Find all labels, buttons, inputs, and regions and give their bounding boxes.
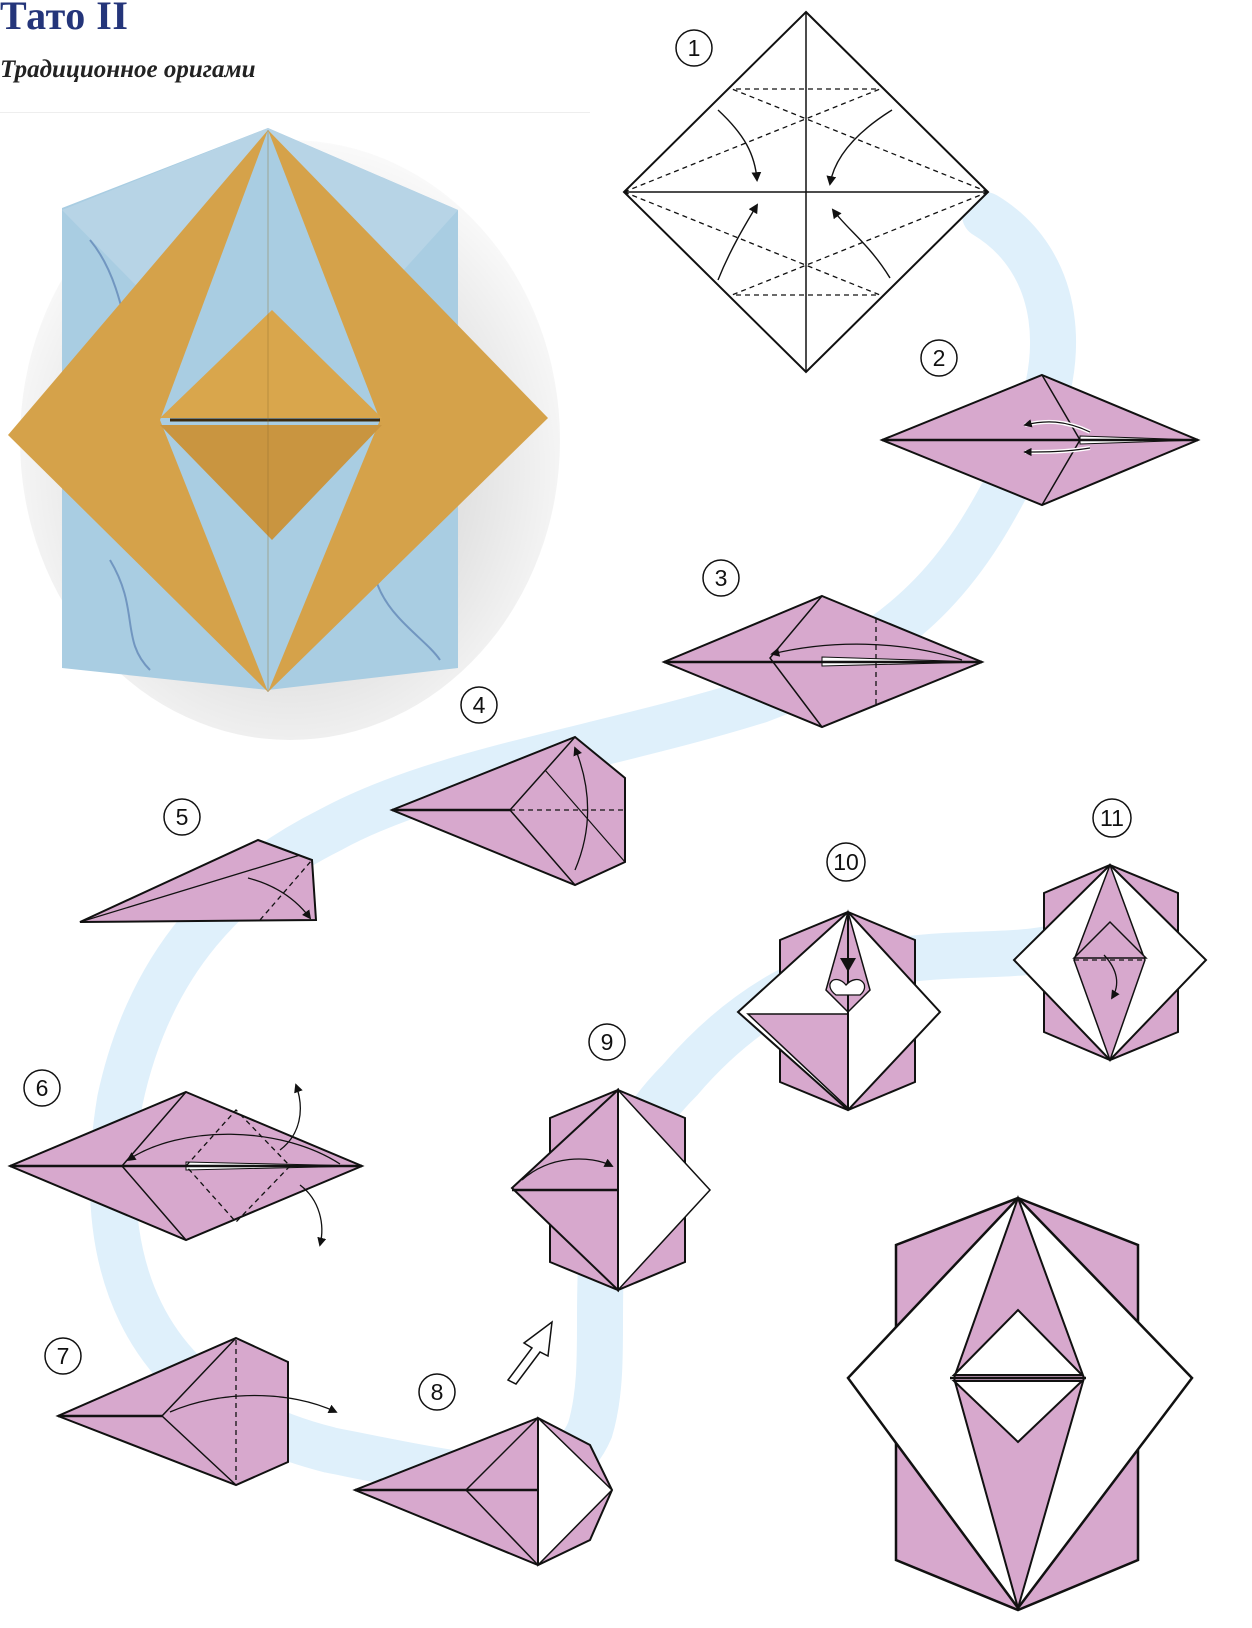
step-3-label: 3 [703,560,739,596]
step-5-label: 5 [164,799,200,835]
svg-text:4: 4 [473,692,486,718]
step-5-diagram [80,840,316,922]
final-model-diagram [848,1198,1192,1610]
turn-over-arrow [508,1322,552,1384]
step-2-diagram [882,375,1198,505]
svg-text:7: 7 [57,1343,70,1369]
step-2-label: 2 [921,340,957,376]
step-1-diagram [624,12,988,372]
step-9-label: 9 [589,1024,625,1060]
step-8-label: 8 [419,1374,455,1410]
svg-text:3: 3 [715,565,728,591]
svg-text:8: 8 [431,1379,444,1405]
svg-text:5: 5 [176,804,189,830]
step-11-label: 11 [1093,799,1131,837]
svg-text:10: 10 [833,849,859,875]
step-10-label: 10 [827,843,865,881]
step-7-label: 7 [45,1338,81,1374]
step-11-diagram [1014,865,1206,1060]
step-1-label: 1 [676,30,712,66]
step-6-label: 6 [24,1070,60,1106]
svg-text:1: 1 [688,35,701,61]
step-9-diagram [512,1090,710,1290]
step-6-diagram [10,1085,362,1245]
svg-text:2: 2 [933,345,946,371]
step-10-diagram [738,912,940,1110]
step-4-label: 4 [461,687,497,723]
svg-text:9: 9 [601,1029,614,1055]
finished-model-photo [8,128,560,740]
svg-text:11: 11 [1100,805,1124,831]
svg-text:6: 6 [36,1075,49,1101]
